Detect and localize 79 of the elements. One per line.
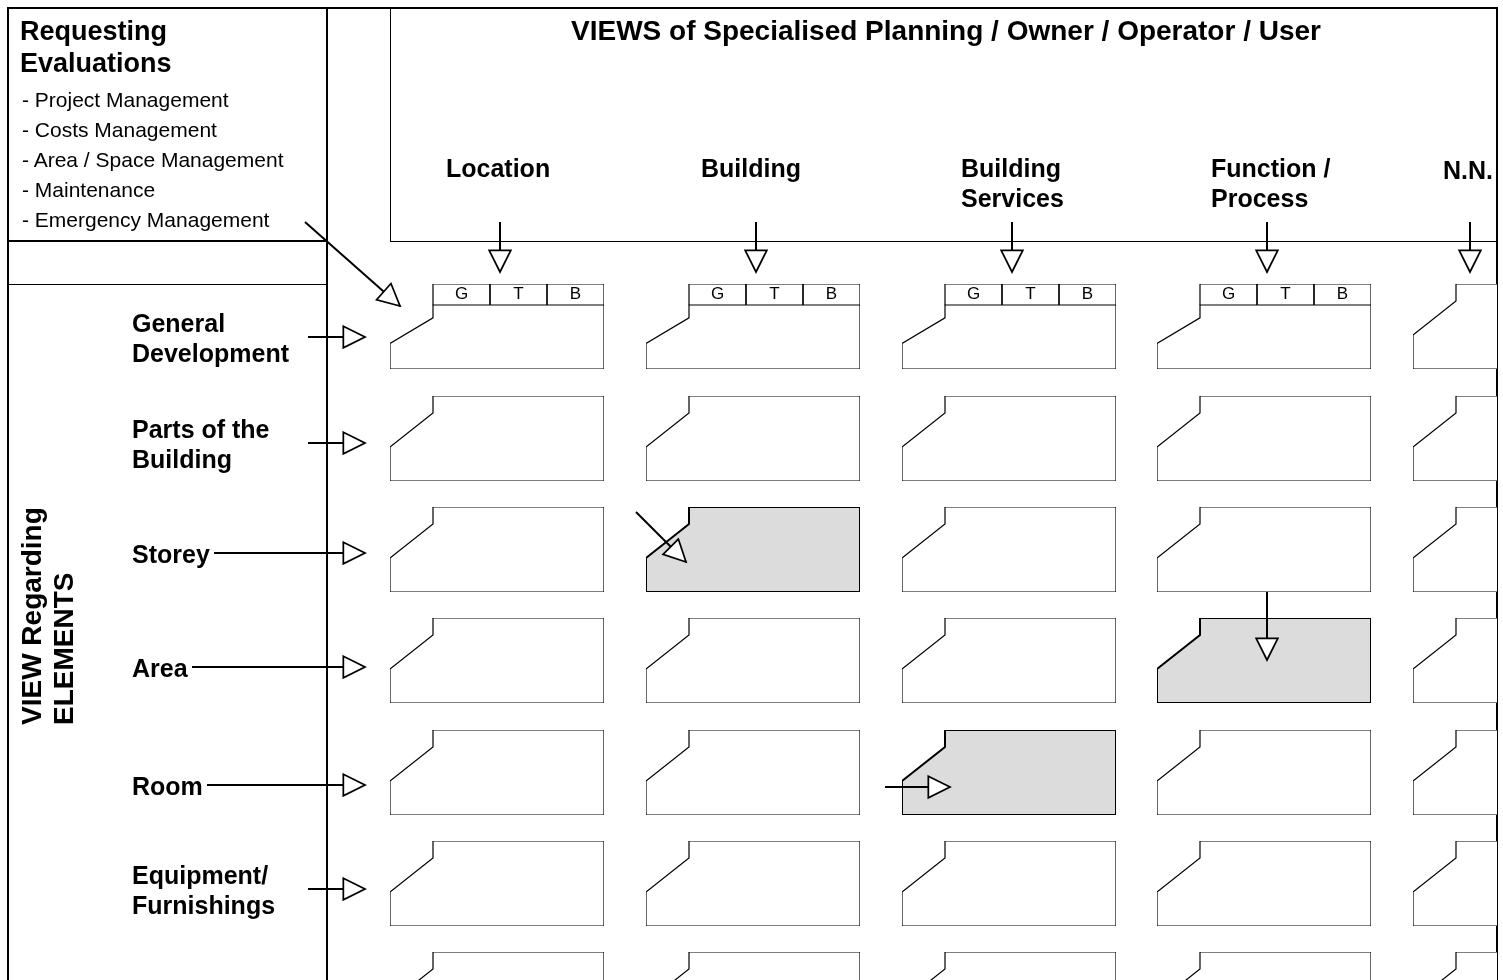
chamfered-card	[902, 284, 1116, 369]
arrow	[635, 511, 687, 563]
list-item: - Emergency Management	[22, 208, 270, 232]
chamfered-card	[646, 618, 860, 703]
chamfered-card	[390, 507, 604, 592]
chamfered-card	[1413, 841, 1497, 926]
chamfered-card	[390, 284, 604, 369]
tab-label: G	[453, 285, 470, 303]
arrow	[213, 541, 366, 565]
row-heading: Storey	[132, 539, 210, 569]
tab-label: G	[709, 285, 726, 303]
chamfered-card	[902, 841, 1116, 926]
chamfered-card	[1157, 730, 1371, 815]
side-panel	[8, 284, 328, 980]
chamfered-card	[1413, 507, 1497, 592]
chamfered-card	[902, 507, 1116, 592]
arrow	[307, 431, 366, 455]
arrow	[744, 221, 768, 273]
tab-label: B	[1080, 285, 1095, 303]
tab-label: B	[568, 285, 583, 303]
column-heading: Location	[446, 153, 586, 183]
arrow	[1000, 221, 1024, 273]
tab-label: G	[965, 285, 982, 303]
panel-heading: Requesting Evaluations	[20, 15, 173, 79]
row-heading: Area	[132, 653, 188, 683]
list-item: - Project Management	[22, 88, 229, 112]
arrow	[206, 773, 366, 797]
header-panel	[390, 8, 1497, 242]
chamfered-card	[390, 841, 604, 926]
chamfered-card	[902, 618, 1116, 703]
chamfered-card	[1413, 396, 1497, 481]
chamfered-card	[646, 507, 860, 592]
tab-label: B	[824, 285, 839, 303]
tab-label: T	[512, 285, 525, 303]
chamfered-card	[390, 730, 604, 815]
tab-label: T	[768, 285, 781, 303]
arrow	[304, 221, 401, 307]
row-heading: Room	[132, 771, 203, 801]
list-item: - Area / Space Management	[22, 148, 284, 172]
chamfered-card	[1157, 841, 1371, 926]
arrow	[307, 877, 366, 901]
tab-label: T	[1279, 285, 1292, 303]
column-heading: Building	[701, 153, 841, 183]
chamfered-card	[1413, 284, 1497, 369]
tab-label: B	[1335, 285, 1350, 303]
chamfered-card	[1413, 618, 1497, 703]
chamfered-card	[1413, 730, 1497, 815]
chamfered-card	[390, 618, 604, 703]
row-heading: Equipment/ Furnishings	[132, 860, 304, 920]
chamfered-card	[1157, 396, 1371, 481]
panel-heading: VIEWS of Specialised Planning / Owner / Operator / User	[570, 14, 1322, 47]
chamfered-card	[646, 396, 860, 481]
chamfered-card	[902, 396, 1116, 481]
request-panel	[8, 8, 328, 242]
arrow	[884, 775, 951, 799]
chamfered-card	[646, 730, 860, 815]
vertical-heading: VIEW Regarding ELEMENTS	[16, 506, 80, 725]
arrow	[1458, 221, 1482, 273]
row-heading: General Development	[132, 308, 304, 368]
chamfered-card	[646, 284, 860, 369]
arrow	[191, 655, 366, 679]
column-heading: Building Services	[961, 153, 1101, 213]
arrow	[1255, 221, 1279, 273]
chamfered-card	[390, 396, 604, 481]
list-item: - Maintenance	[22, 178, 156, 202]
arrow	[307, 325, 366, 349]
list-item: - Costs Management	[22, 118, 217, 142]
row-heading: Parts of the Building	[132, 414, 304, 474]
chamfered-card	[902, 730, 1116, 815]
arrow	[488, 221, 512, 273]
column-heading: Function / Process	[1211, 153, 1371, 213]
chamfered-card	[1157, 507, 1371, 592]
column-heading: N.N.	[1443, 155, 1503, 185]
arrow	[1255, 591, 1279, 661]
chamfered-card	[646, 841, 860, 926]
chamfered-card	[1157, 284, 1371, 369]
tab-label: T	[1024, 285, 1037, 303]
chamfered-card	[1157, 618, 1371, 703]
tab-label: G	[1220, 285, 1237, 303]
